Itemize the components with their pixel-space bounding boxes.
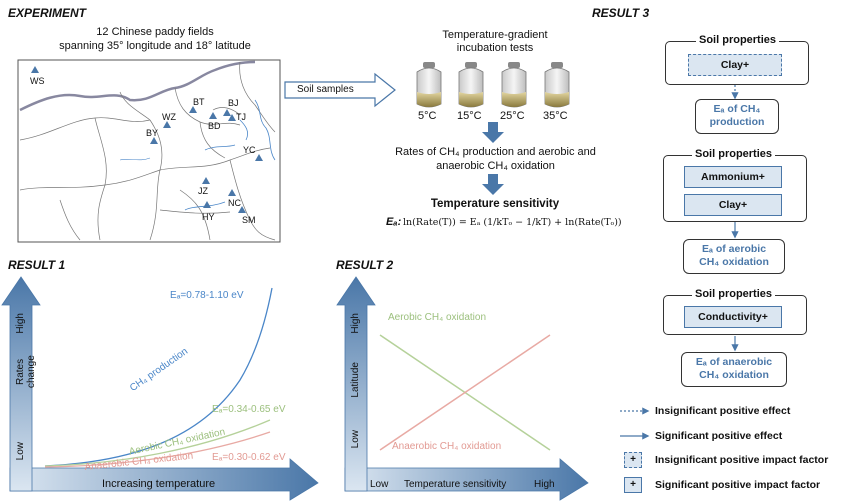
site-marker-nc [228,189,236,196]
flow-arrow-down-1 [482,122,504,143]
factor-clay-significant: Clay+ [684,194,782,216]
site-marker-by [150,137,158,144]
site-label-bt: BT [193,97,205,107]
site-label-ws: WS [30,76,45,86]
incubation-line-2: incubation tests [456,42,534,54]
legend-significant-effect: Significant positive effect [655,430,783,442]
outcome-ea-anaerobic-oxidation: Eₐ of anaerobic CH₄ oxidation [681,352,787,387]
experiment-title: EXPERIMENT [8,6,87,20]
result2-x-low: Low [370,479,389,490]
site-label-bd: BD [208,121,221,131]
outcome-1-line-2: production [709,116,765,128]
anaerobic-ea-label: Eₐ=0.30-0.62 eV [212,452,286,463]
factor-ammonium-significant: Ammonium+ [684,166,782,188]
soil-samples-arrow [284,72,396,108]
panel-2-header: Soil properties [692,148,776,160]
result1-y-high: High [15,313,26,334]
temp-label-25c: 25°C [500,110,525,122]
site-marker-bj [223,109,231,116]
site-marker-jz [202,177,210,184]
site-label-by: BY [146,128,159,138]
temp-label-35c: 35°C [543,110,568,122]
curve-aerobic-oxidation [44,419,271,467]
factor-conductivity-significant: Conductivity+ [684,306,782,328]
soil-samples-label: Soil samples [297,84,354,95]
site-label-jz: JZ [198,186,208,196]
curve-anaerobic-oxidation [44,431,271,468]
legend-insignificant-factor-icon: + [624,452,642,468]
result2-anaerobic-label: Anaerobic CH₄ oxidation [392,441,502,452]
result1-axes [1,276,319,501]
site-label-nc: NC [228,198,241,208]
result3-title: RESULT 3 [592,6,650,20]
sites-line-1: 12 Chinese paddy fields [96,26,214,38]
site-marker-yc [255,154,263,161]
incubation-line-1: Temperature-gradient [442,29,548,41]
result1-title: RESULT 1 [8,258,66,272]
aerobic-ea-label: Eₐ=0.34-0.65 eV [212,404,286,415]
result2-y-low: Low [350,430,361,449]
curve-ch4-production [44,287,273,467]
result2-x-high: High [534,479,555,490]
site-label-sm: SM [242,215,256,225]
outcome-3-line-1: Eₐ of anaerobic [695,356,773,368]
result2-aerobic-label: Aerobic CH₄ oxidation [388,312,487,323]
site-label-wz: WZ [162,112,176,122]
outcome-ea-ch4-production: Eₐ of CH₄ production [695,99,779,134]
legend-significant-factor-icon: + [624,477,642,493]
site-marker-hy [203,201,211,208]
result2-xlabel: Temperature sensitivity [404,479,507,490]
result2-title: RESULT 2 [336,258,394,272]
outcome-2-line-2: CH₄ oxidation [699,256,769,268]
china-map [17,59,281,243]
incubation-jars [416,62,570,108]
legend-significant-factor: Significant positive impact factor [655,479,821,491]
factor-clay-insignificant: Clay+ [688,54,782,76]
outcome-3-line-2: CH₄ oxidation [699,369,769,381]
site-marker-tj [228,114,236,121]
site-label-yc: YC [243,145,256,155]
site-marker-wz [163,121,171,128]
temp-label-15c: 15°C [457,110,482,122]
site-label-bj: BJ [228,98,239,108]
outcome-ea-aerobic-oxidation: Eₐ of aerobic CH₄ oxidation [683,239,785,274]
site-label-hy: HY [202,212,215,222]
legend-insignificant-factor: Insignificant positive impact factor [655,454,829,466]
line-anaerobic-latitude [379,334,551,451]
panel-1-header: Soil properties [696,34,780,46]
sites-line-2: spanning 35° longitude and 18° latitude [59,40,251,52]
legend-insignificant-effect: Insignificant positive effect [655,405,791,417]
outcome-1-line-1: Eₐ of CH₄ [713,103,761,115]
rates-line-2: anaerobic CH₄ oxidation [436,160,555,172]
site-marker-sm [238,206,246,213]
site-label-tj: TJ [236,112,246,122]
result2-y-high: High [350,313,361,334]
outcome-2-line-1: Eₐ of aerobic [701,243,767,255]
equation-label: Eₐ: [386,216,402,228]
result2-axes [336,276,589,501]
temp-label-5c: 5°C [418,110,437,122]
temperature-sensitivity-heading: Temperature sensitivity [430,198,560,210]
result1-xlabel: Increasing temperature [102,478,216,490]
site-marker-ws [31,66,39,73]
result2-ylabel: Latitude [350,362,361,398]
panel-3-header: Soil properties [692,288,776,300]
result1-y-low: Low [15,442,26,461]
flow-arrow-down-2 [482,174,504,195]
result1-ylabel: Rates change [15,355,37,389]
arrhenius-equation: ln(Rate(T)) = Eₐ (1/kTₒ − 1/kT) + ln(Rat… [403,217,622,228]
rates-line-1: Rates of CH₄ production and aerobic and [395,146,596,158]
site-marker-bt [189,106,197,113]
site-marker-bd [209,112,217,119]
production-ea-label: Eₐ=0.78-1.10 eV [170,290,244,301]
